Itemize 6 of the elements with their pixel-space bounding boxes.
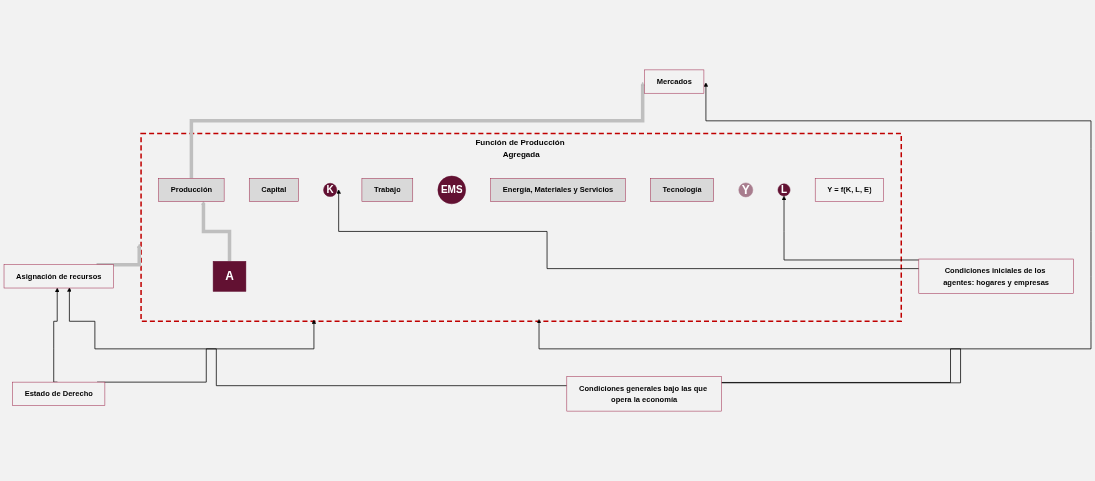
- arrow: [189, 81, 645, 180]
- node-circle: EMS: [437, 175, 466, 205]
- node-circle: K: [323, 183, 338, 197]
- node-circle: Y: [738, 182, 754, 198]
- node-circle: L: [777, 183, 791, 197]
- node-box: A: [212, 261, 247, 292]
